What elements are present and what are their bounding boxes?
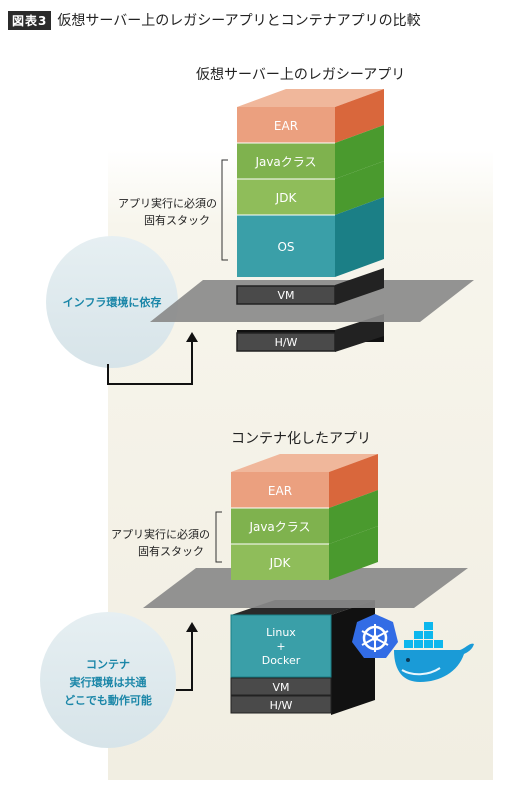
bottom-runtime-line2: + <box>276 640 285 653</box>
bottom-runtime-line1: Linux <box>266 626 296 639</box>
bottom-bubble-line1: コンテナ <box>86 658 130 671</box>
top-bubble-text: インフラ環境に依存 <box>63 295 162 309</box>
top-arrow <box>107 340 193 385</box>
top-layer-os-side <box>335 197 384 277</box>
bottom-layer-jdk-label: JDK <box>269 556 292 570</box>
bottom-arrow <box>176 630 193 691</box>
bottom-plane <box>143 568 468 608</box>
top-layer-ear-label: EAR <box>274 119 298 133</box>
bottom-bracket-label-2: 固有スタック <box>138 544 204 558</box>
bottom-bubble-line3: どこでも動作可能 <box>64 693 152 707</box>
top-arrow-head <box>186 332 198 342</box>
top-layer-os <box>237 215 335 277</box>
bottom-hw-label: H/W <box>270 699 293 712</box>
bottom-bubble-line2: 実行環境は共通 <box>70 675 147 689</box>
bottom-bracket <box>215 511 222 563</box>
docker-whale-icon <box>394 622 474 682</box>
top-vm-label: VM <box>277 289 294 302</box>
bottom-bubble <box>40 612 176 748</box>
bottom-layer-jdk-side <box>329 526 378 580</box>
bottom-runtime-line3: Docker <box>262 654 301 667</box>
bottom-vm-label: VM <box>272 681 289 694</box>
top-hw-box <box>236 332 336 352</box>
top-hw-side-dark <box>335 314 384 352</box>
top-hw-label: H/W <box>275 336 298 349</box>
top-vm-box <box>236 285 336 305</box>
bottom-section-title: コンテナ化したアプリ <box>231 431 371 447</box>
bottom-vm-box <box>230 677 332 696</box>
bottom-hw-box <box>230 695 332 714</box>
figure-header: 図表3 仮想サーバー上のレガシーアプリとコンテナアプリの比較 <box>8 10 421 30</box>
figure-title: 仮想サーバー上のレガシーアプリとコンテナアプリの比較 <box>57 13 421 29</box>
top-layer-java <box>237 143 335 179</box>
bottom-layer-ear <box>231 472 329 508</box>
kubernetes-icon <box>352 614 398 658</box>
top-section-title: 仮想サーバー上のレガシーアプリ <box>196 67 406 83</box>
bottom-layer-java <box>231 508 329 544</box>
bottom-layer-ear-label: EAR <box>268 484 292 498</box>
top-layer-os-label: OS <box>277 240 294 254</box>
top-vm-side <box>335 268 384 305</box>
bottom-layer-java-label: Javaクラス <box>248 520 310 534</box>
bottom-layer-linux-docker <box>230 614 332 678</box>
top-layer-java-label: Javaクラス <box>254 155 316 169</box>
top-bracket <box>221 159 228 261</box>
figure-label: 図表3 <box>8 10 52 30</box>
bottom-arrow-head <box>186 622 198 632</box>
top-layer-ear <box>237 107 335 143</box>
top-bubble <box>46 236 178 368</box>
top-layer-jdk-label: JDK <box>275 191 298 205</box>
top-bracket-label-2: 固有スタック <box>144 213 210 227</box>
bottom-layer-jdk <box>231 544 329 580</box>
bottom-bracket-label-1: アプリ実行に必須の <box>111 527 210 541</box>
top-layer-jdk <box>237 179 335 215</box>
top-bracket-label-1: アプリ実行に必須の <box>118 196 217 210</box>
